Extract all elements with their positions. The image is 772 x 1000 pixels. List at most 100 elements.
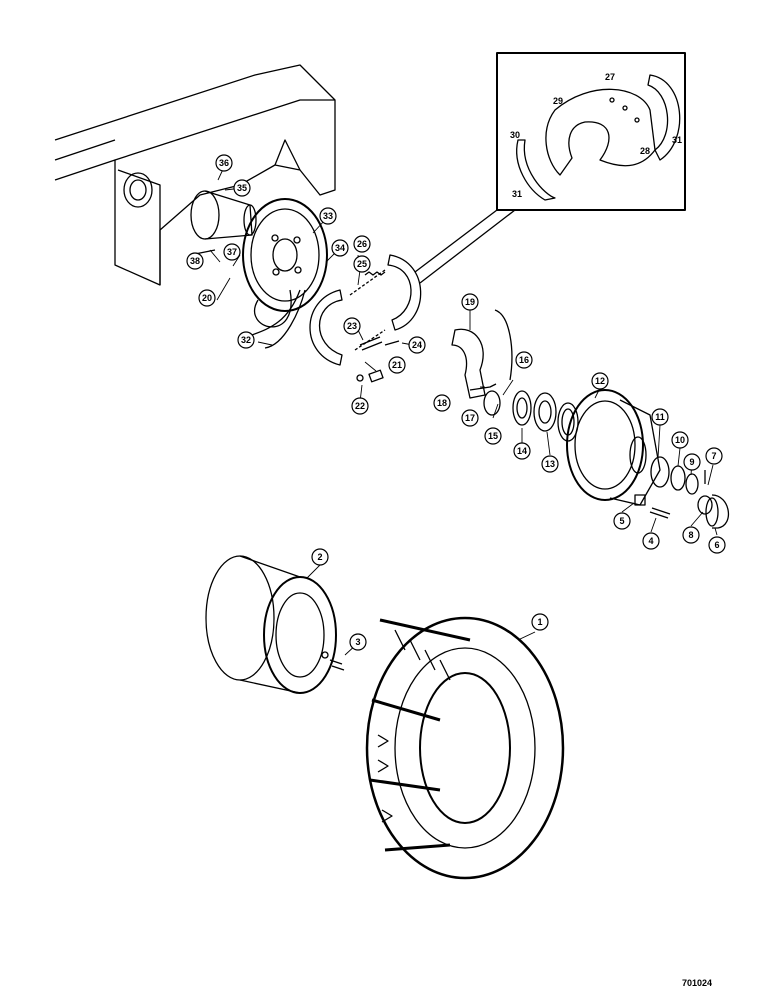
inset-label-30: 30	[510, 130, 520, 140]
callout-circle	[682, 526, 700, 544]
inset-box	[414, 52, 686, 284]
callout-number: 24	[412, 340, 422, 350]
callout-4: 4	[642, 532, 660, 550]
callout-number: 20	[202, 293, 212, 303]
callout-circle	[349, 633, 367, 651]
callout-number: 2	[317, 552, 322, 562]
callout-circle	[671, 431, 689, 449]
callout-circle	[186, 252, 204, 270]
callout-22: 22	[351, 397, 369, 415]
inset-label-27: 27	[605, 72, 615, 82]
callout-number: 7	[711, 451, 716, 461]
callout-circle	[331, 239, 349, 257]
callout-3: 3	[349, 633, 367, 651]
hub-drum	[566, 389, 661, 506]
callout-number: 12	[595, 376, 605, 386]
callout-number: 33	[323, 211, 333, 221]
brake-line	[494, 309, 513, 381]
axle-housing	[54, 64, 336, 286]
callout-36: 36	[215, 154, 233, 172]
callout-18: 18	[433, 394, 451, 412]
callout-circle	[461, 293, 479, 311]
callout-circle	[408, 336, 426, 354]
callout-number: 19	[465, 297, 475, 307]
callout-circle	[433, 394, 451, 412]
callout-number: 22	[355, 401, 365, 411]
callout-number: 5	[619, 516, 624, 526]
callout-26: 26	[353, 235, 371, 253]
callout-circle	[343, 317, 361, 335]
callout-circle	[651, 408, 669, 426]
callout-circle	[531, 613, 549, 631]
callout-14: 14	[513, 442, 531, 460]
callout-25: 25	[353, 255, 371, 273]
callout-group: 1234567891011121314151617181920212223242…	[186, 154, 726, 651]
callout-circle	[642, 532, 660, 550]
callout-number: 4	[648, 536, 653, 546]
callout-circle	[683, 453, 701, 471]
callout-1: 1	[531, 613, 549, 631]
figure-number: 701024	[681, 978, 712, 988]
callout-15: 15	[484, 427, 502, 445]
callout-number: 36	[219, 158, 229, 168]
callout-number: 17	[465, 413, 475, 423]
springs-and-pins	[356, 271, 400, 383]
callout-number: 11	[655, 412, 665, 422]
inset-label-28: 28	[640, 146, 650, 156]
callout-circle	[484, 427, 502, 445]
callout-number: 1	[537, 617, 542, 627]
anchor-bracket	[451, 328, 497, 399]
callout-number: 14	[517, 446, 527, 456]
callout-number: 9	[689, 457, 694, 467]
callout-circle	[198, 289, 216, 307]
callout-circle	[351, 397, 369, 415]
callout-circle	[708, 536, 726, 554]
wheel-rim	[205, 555, 345, 694]
callout-number: 23	[347, 321, 357, 331]
callout-17: 17	[461, 409, 479, 427]
callout-circle	[319, 207, 337, 225]
callout-number: 34	[335, 243, 345, 253]
inset-label-31b: 31	[672, 135, 682, 145]
callout-38: 38	[186, 252, 204, 270]
callout-number: 38	[190, 256, 200, 266]
callout-7: 7	[705, 447, 723, 465]
callout-circle	[513, 442, 531, 460]
brake-cable	[264, 289, 306, 349]
callout-24: 24	[408, 336, 426, 354]
callout-37: 37	[223, 243, 241, 261]
callout-32: 32	[237, 331, 255, 349]
callout-number: 32	[241, 335, 251, 345]
callout-number: 35	[237, 183, 247, 193]
callout-number: 21	[392, 360, 402, 370]
callout-number: 8	[688, 530, 693, 540]
callout-21: 21	[388, 356, 406, 374]
callout-16: 16	[515, 351, 533, 369]
callout-23: 23	[343, 317, 361, 335]
callout-circle	[353, 235, 371, 253]
callout-number: 15	[488, 431, 498, 441]
callout-10: 10	[671, 431, 689, 449]
outer-bearing-stack	[650, 456, 730, 529]
inset-label-31a: 31	[512, 189, 522, 199]
wheel-bolt-and-nut	[634, 494, 671, 519]
callout-circle	[237, 331, 255, 349]
callout-9: 9	[683, 453, 701, 471]
callout-number: 26	[357, 239, 367, 249]
callout-2: 2	[311, 548, 329, 566]
callout-33: 33	[319, 207, 337, 225]
callout-34: 34	[331, 239, 349, 257]
callout-circle	[541, 455, 559, 473]
callout-20: 20	[198, 289, 216, 307]
callout-8: 8	[682, 526, 700, 544]
inset-label-29: 29	[553, 96, 563, 106]
callout-circle	[353, 255, 371, 273]
callout-circle	[613, 512, 631, 530]
callout-number: 3	[355, 637, 360, 647]
callout-6: 6	[708, 536, 726, 554]
backing-plate	[239, 198, 328, 341]
callout-circle	[215, 154, 233, 172]
callout-number: 10	[675, 435, 685, 445]
callout-12: 12	[591, 372, 609, 390]
